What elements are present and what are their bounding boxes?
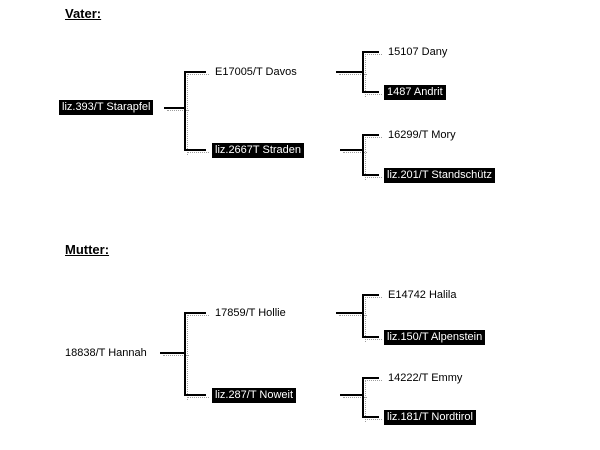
mutter-parent-dam-node[interactable]: liz.287/T Noweit <box>212 388 297 403</box>
mutter-grandparent-3-stub-line <box>362 377 382 381</box>
mutter-sire-link-line <box>336 312 367 316</box>
vater-grandparent-1-node[interactable]: 15107 Dany <box>388 46 448 58</box>
vater-parent-sire-node[interactable]: E17005/T Davos <box>215 66 297 78</box>
mutter-sire-bracket-line <box>362 294 366 342</box>
mutter-dam-link-line <box>340 394 367 398</box>
mutter-parent-dam-stub-line <box>184 394 209 398</box>
vater-heading: Vater: <box>65 6 102 21</box>
mutter-parents-bracket-line <box>184 312 188 400</box>
vater-grandparent-4-stub-line <box>362 174 382 178</box>
mutter-grandparent-1-node[interactable]: E14742 Halila <box>388 289 457 301</box>
vater-grandparent-2-stub-line <box>362 91 382 95</box>
vater-sire-bracket-line <box>362 51 366 97</box>
mutter-grandparent-2-node[interactable]: liz.150/T Alpenstein <box>384 330 486 345</box>
vater-dam-link-line <box>340 149 367 153</box>
mutter-grandparent-2-stub-line <box>362 336 382 340</box>
mutter-heading: Mutter: <box>65 242 110 257</box>
vater-grandparent-1-stub-line <box>362 51 382 55</box>
mutter-grandparent-1-stub-line <box>362 294 382 298</box>
vater-subject-link-line <box>164 107 189 111</box>
vater-parent-dam-stub-line <box>184 149 209 153</box>
mutter-grandparent-4-node[interactable]: liz.181/T Nordtirol <box>384 410 476 425</box>
mutter-dam-bracket-line <box>362 377 366 422</box>
vater-dam-bracket-line <box>362 134 366 180</box>
mutter-subject-link-line <box>160 352 189 356</box>
vater-grandparent-4-node[interactable]: liz.201/T Standschütz <box>384 168 495 183</box>
mutter-parent-sire-node[interactable]: 17859/T Hollie <box>215 307 286 319</box>
mutter-grandparent-4-stub-line <box>362 416 382 420</box>
vater-parent-sire-stub-line <box>184 71 209 75</box>
mutter-parent-sire-stub-line <box>184 312 209 316</box>
vater-grandparent-2-node[interactable]: 1487 Andrit <box>384 85 446 100</box>
vater-parents-bracket-line <box>184 71 188 155</box>
mutter-subject-node[interactable]: 18838/T Hannah <box>65 347 147 359</box>
vater-subject-node[interactable]: liz.393/T Starapfel <box>59 100 154 115</box>
vater-grandparent-3-node[interactable]: 16299/T Mory <box>388 129 456 141</box>
vater-sire-link-line <box>336 71 367 75</box>
mutter-grandparent-3-node[interactable]: 14222/T Emmy <box>388 372 463 384</box>
vater-parent-dam-node[interactable]: liz.2667T Straden <box>212 143 305 158</box>
vater-grandparent-3-stub-line <box>362 134 382 138</box>
